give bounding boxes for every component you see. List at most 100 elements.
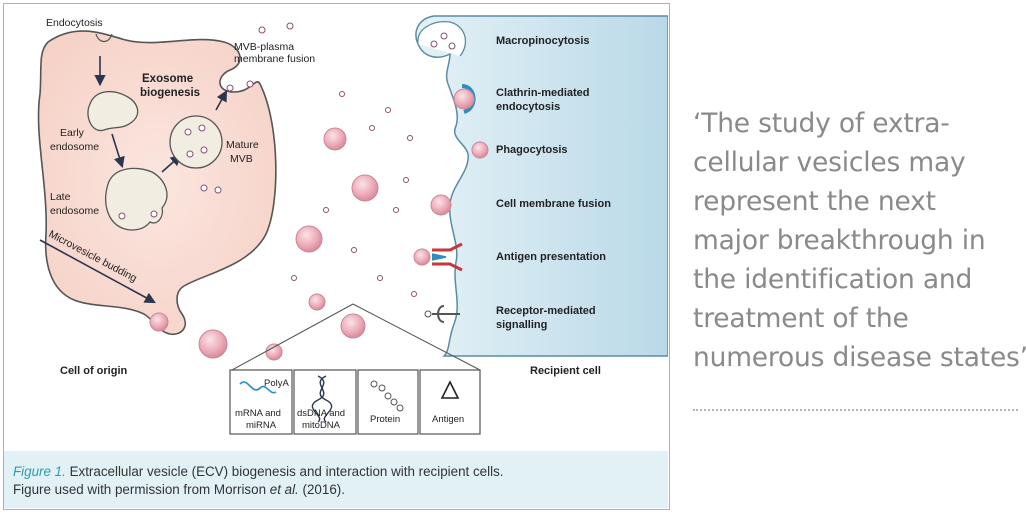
exosome [258,26,266,34]
microvesicle [308,293,326,311]
exosome [226,84,234,92]
cargo-callout-left [231,303,354,371]
exosome [385,107,391,113]
label-antigen: Antigen [432,414,464,425]
mature-mvb [169,115,223,169]
rna-strand-icon [239,381,277,394]
label-clathrin: Clathrin-mediated [496,87,590,99]
label-early-endosome: Early [60,127,85,139]
exosome [407,135,413,141]
label-antigen-presentation: Antigen presentation [496,251,606,263]
label-exosome-biogenesis: biogenesis [140,87,200,99]
exosome [200,184,208,192]
phagocytosis-vesicle [471,141,489,159]
exosome [403,177,409,183]
quote-line: ‘The study of extra- [693,108,950,139]
figure-panel: Endocytosis MVB-plasma membrane fusion E… [3,3,670,510]
exosome [286,22,294,30]
exosome [246,80,254,88]
dotted-divider [693,409,1018,411]
exosome [323,207,329,213]
label-receptor-signalling: Receptor-mediated [496,305,596,317]
label-exosome-biogenesis: Exosome [142,73,193,85]
caption-et-al: et al. [269,482,299,497]
ecv-diagram: Endocytosis MVB-plasma membrane fusion E… [37,15,668,435]
label-clathrin: endocytosis [496,101,560,113]
exosome [377,275,383,281]
macropinocytosis-vesicle [430,40,438,48]
early-endosome [87,91,139,132]
antigen-vesicle [413,248,431,266]
mvb-vesicle [200,146,208,154]
macropinocytosis-vesicle [448,42,456,50]
label-cell-of-origin: Cell of origin [60,365,128,377]
label-protein: Protein [370,414,400,425]
fusion-vesicle [430,194,452,216]
quote-line: cellular vesicles may [693,147,966,178]
late-endosome-vesicle [118,212,126,220]
label-late-endosome: Late [50,191,71,203]
late-endosome [105,167,168,231]
cargo-box-dna [293,369,357,435]
caption-line-2: Figure used with permission from Morriso… [13,482,270,497]
label-early-endosome: endosome [50,141,99,153]
label-mrna: miRNA [246,420,277,431]
recipient-cell-membrane [415,15,668,357]
mvb-to-membrane-arrow [215,90,228,111]
label-mature-mvb: Mature [226,139,259,151]
microvesicle [149,312,169,332]
figure-label: Figure 1. [13,464,66,479]
label-dna: dsDNA and [297,408,345,419]
label-late-endosome: endosome [50,205,99,217]
microvesicle [265,343,283,361]
protein-chain-icon [370,380,404,412]
label-mrna: mRNA and [235,408,281,419]
quote-line: the identification and [693,264,973,295]
microvesicle [340,313,366,339]
exosome [291,275,297,281]
mvb-vesicle [184,128,192,136]
microvesicle [295,225,323,253]
caption-year: (2016). [302,482,345,497]
label-dna: mitoDNA [302,420,341,431]
label-mvb-fusion: MVB-plasma [234,41,294,53]
exosome [351,247,357,253]
caption-line-1: Extracellular vesicle (ECV) biogenesis a… [69,464,504,479]
exosome [393,207,399,213]
mvb-vesicle [186,150,194,158]
antigen-triangle-icon [440,380,460,399]
signalling-ligand [424,310,432,318]
label-membrane-fusion: Cell membrane fusion [496,198,611,210]
quote-line: numerous disease states’ [693,342,1026,373]
label-phagocytosis: Phagocytosis [496,144,568,156]
exosome [214,186,222,194]
pull-quote: ‘The study of extra- cellular vesicles m… [693,104,1026,377]
quote-line: treatment of the [693,303,909,334]
dna-helix-icon [311,375,333,423]
figure-caption: Figure 1. Extracellular vesicle (ECV) bi… [4,451,668,508]
label-mvb-fusion: membrane fusion [234,53,315,65]
late-endosome-vesicle [150,210,158,218]
exosome [369,125,375,131]
endocytosis-pit [95,33,113,43]
label-mature-mvb: MVB [230,153,253,165]
microvesicle [323,127,347,151]
microvesicle-arrow [39,239,156,304]
mhc-receptor [432,242,463,272]
label-receptor-signalling: signalling [496,319,547,331]
macropinocytosis-vesicle [440,32,448,40]
label-macropinocytosis: Macropinocytosis [496,35,590,47]
label-polya: PolyA [264,378,289,389]
quote-line: represent the next [693,186,936,217]
cargo-callout-right [352,303,481,371]
label-recipient-cell: Recipient cell [530,365,601,377]
exosome [411,291,417,297]
clathrin-vesicle [453,88,475,110]
early-to-late-arrow [111,133,125,169]
tcr-receptor [431,253,447,261]
microvesicle [351,174,379,202]
signalling-receptor [432,305,460,323]
mvb-vesicle [198,124,206,132]
microvesicle [198,329,228,359]
cargo-box-protein [357,369,419,435]
